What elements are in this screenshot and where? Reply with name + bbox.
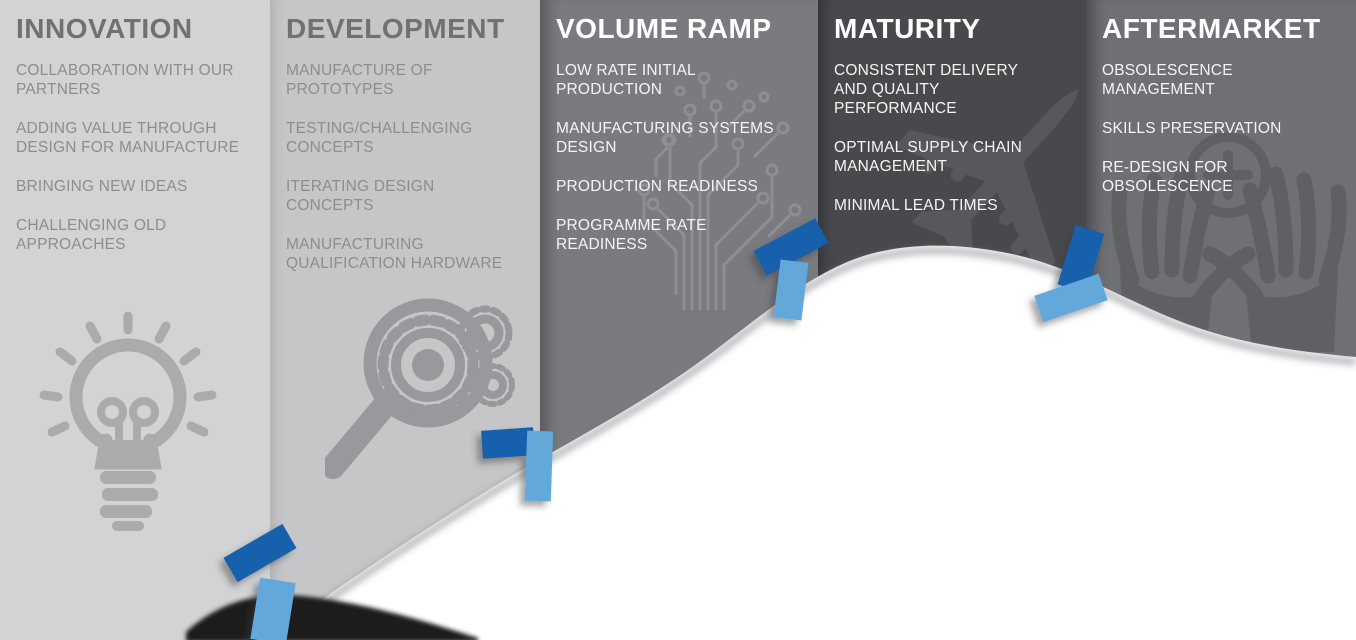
stage-title-maturity: MATURITY: [834, 13, 981, 44]
stage-item: PRODUCTION READINESS: [556, 178, 759, 196]
gear-magnifier-icon: [325, 298, 515, 479]
stage-column-aftermarket: AFTERMARKET OBSOLESCENCE MANAGEMENT SKIL…: [1086, 0, 1356, 640]
stage-item: TESTING/CHALLENGING CONCEPTS: [286, 120, 473, 157]
stage-item: BRINGING NEW IDEAS: [16, 178, 188, 196]
stage-item: CHALLENGING OLD APPROACHES: [16, 217, 167, 254]
stage-item: RE-DESIGN FOR OBSOLESCENCE: [1102, 159, 1233, 196]
stage-column-development: DEVELOPMENT MANUFACTURE OF PROTOTYPES TE…: [270, 0, 540, 640]
stage-item: LOW RATE INITIAL PRODUCTION: [556, 62, 696, 99]
right-hand: [1202, 166, 1347, 352]
stage-item: COLLABORATION WITH OUR PARTNERS: [16, 62, 234, 99]
stage-item: MANUFACTURE OF PROTOTYPES: [286, 62, 433, 99]
stage-title-volume-ramp: VOLUME RAMP: [556, 13, 772, 44]
stage-item: ADDING VALUE THROUGH DESIGN FOR MANUFACT…: [16, 120, 240, 157]
stage-title-aftermarket: AFTERMARKET: [1102, 13, 1321, 44]
left-hand: [1111, 166, 1256, 352]
stage-title-development: DEVELOPMENT: [286, 13, 505, 44]
stage-item: ITERATING DESIGN CONCEPTS: [286, 178, 435, 215]
stage-item: OBSOLESCENCE MANAGEMENT: [1102, 62, 1233, 99]
stage-item: PROGRAMME RATE READINESS: [556, 217, 707, 254]
stage-item: SKILLS PRESERVATION: [1102, 120, 1282, 138]
stage-item: OPTIMAL SUPPLY CHAIN MANAGEMENT: [834, 139, 1023, 176]
stage-column-innovation: INNOVATION COLLABORATION WITH OUR PARTNE…: [0, 0, 270, 640]
stage-item: MINIMAL LEAD TIMES: [834, 197, 998, 215]
lightbulb-icon: [39, 311, 217, 531]
stage-title-innovation: INNOVATION: [16, 13, 193, 44]
stage-item: MANUFACTURING QUALIFICATION HARDWARE: [286, 236, 503, 273]
stage-item: CONSISTENT DELIVERY AND QUALITY PERFORMA…: [834, 62, 1018, 118]
stage-column-maturity: MATURITY CONSISTENT DELIVERY AND QUALITY…: [818, 0, 1086, 640]
stage-column-volume-ramp: VOLUME RAMP LOW RATE INITIAL PRODUCTION …: [540, 0, 818, 640]
stage-item: MANUFACTURING SYSTEMS DESIGN: [556, 120, 774, 157]
